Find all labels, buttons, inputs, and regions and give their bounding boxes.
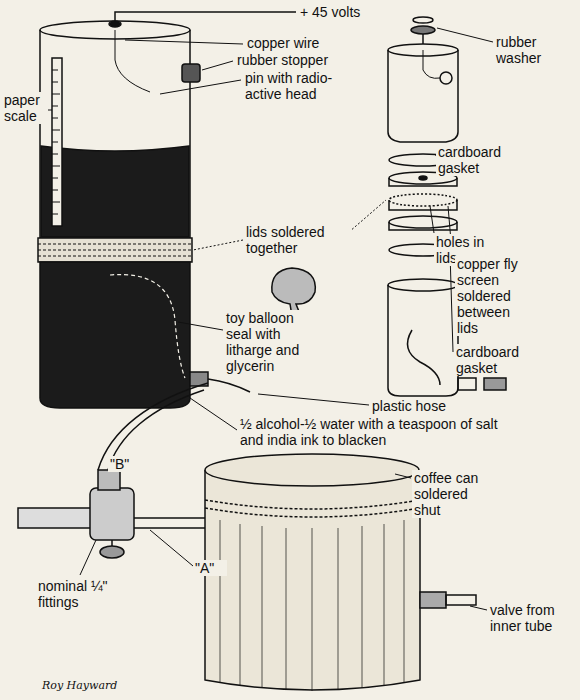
lower-jar <box>40 262 190 408</box>
screen <box>389 200 457 210</box>
valve-stem-base <box>420 592 446 608</box>
valve-b-nipple <box>98 470 120 490</box>
small-pin <box>423 50 440 78</box>
can-ribs <box>220 520 404 691</box>
coffee-can <box>205 470 420 690</box>
paper-scale <box>52 58 62 226</box>
part-label: copper fly screen soldered between lids <box>455 256 535 336</box>
valve-handle <box>100 546 124 558</box>
part-label: toy balloon seal with litharge and glyce… <box>224 310 320 374</box>
note-label: ½ alcohol-½ water with a teaspoon of sal… <box>238 416 500 448</box>
lid-hole <box>419 176 427 180</box>
small-stopper <box>440 72 452 84</box>
lid-seams <box>38 244 192 256</box>
part-label: rubber stopper <box>235 52 355 68</box>
dark-liquid <box>41 146 189 237</box>
part-label: coffee can soldered shut <box>412 470 496 518</box>
balloon-hidden <box>110 275 185 378</box>
voltage-label: + 45 volts <box>298 4 398 20</box>
callout-letter: "A" <box>193 560 227 576</box>
small-balloon <box>408 330 441 385</box>
can-top <box>205 454 419 486</box>
part-label: cardboard gasket <box>436 144 520 176</box>
hose-piece <box>484 378 506 390</box>
rubber-washer <box>411 26 435 34</box>
terminal-post <box>422 34 424 44</box>
part-label: cardboard gasket <box>454 344 538 376</box>
part-label: nominal ¼" fittings <box>36 578 128 610</box>
scale-ticks <box>52 70 60 214</box>
rubber-stopper <box>182 64 200 82</box>
upper-jar <box>40 30 190 238</box>
small-lower-jar <box>388 285 458 396</box>
small-lower-top <box>388 279 458 291</box>
artist-signature: Roy Hayward <box>40 678 170 694</box>
nozzle <box>458 378 476 390</box>
valve-tip <box>446 595 476 605</box>
wire <box>115 12 296 22</box>
toy-balloon <box>272 268 315 316</box>
valve-body <box>90 488 134 540</box>
washer <box>413 17 433 23</box>
lid-lower-top <box>389 216 457 228</box>
part-label: lids soldered together <box>244 224 352 256</box>
small-upper-jar <box>388 50 458 142</box>
pipe-to-can <box>134 518 205 528</box>
fly-screen <box>389 194 457 206</box>
lids-band <box>38 238 192 262</box>
inner-wire <box>115 30 150 92</box>
part-label: valve from inner tube <box>488 602 572 634</box>
part-label: copper wire <box>245 35 355 51</box>
valve-stem <box>111 540 113 546</box>
callout-letter: "B" <box>108 456 142 472</box>
solder-seam <box>205 500 420 517</box>
part-label: paper scale <box>2 92 48 124</box>
part-label: plastic hose <box>370 398 470 414</box>
part-label: rubber washer <box>494 34 558 66</box>
leader-lines <box>47 28 493 610</box>
part-label: pin with radio- active head <box>243 70 355 102</box>
